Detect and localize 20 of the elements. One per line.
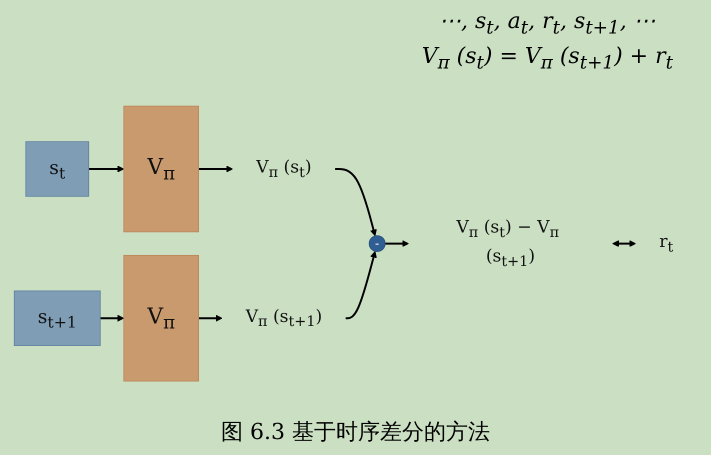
arrow <box>198 314 222 322</box>
arrow <box>385 240 409 247</box>
arrow <box>335 168 377 236</box>
formula-text: V$_{π}$ (s$_{t}$) = V$_{π}$ (s$_{t+1}$) + r$_{t}$ <box>422 44 673 74</box>
node-text: V$_{π}$ (s$_{t}$) − V$_{π}$ (s$_{t+1}$) <box>456 218 560 270</box>
node-box: s$_{t+1}$ <box>14 290 101 346</box>
node-text: V$_{π}$ (s$_{t}$) <box>256 157 312 180</box>
figure-caption: 图 6.3 基于时序差分的方法 <box>221 419 490 447</box>
node-box: V$_{π}$ <box>123 106 200 232</box>
formula-text: ⋯, s$_{t}$, a$_{t}$, r$_{t}$, s$_{t+1}$, ⋯ <box>439 8 656 38</box>
node-text: r$_{t}$ <box>659 232 674 256</box>
node-box: V$_{π}$ <box>123 254 200 382</box>
arrow <box>100 314 124 322</box>
arrow <box>612 240 636 247</box>
node-box: s$_{t}$ <box>25 141 90 196</box>
node-text: V$_{π}$ (s$_{t+1}$) <box>246 306 322 330</box>
node-circle: - <box>368 235 386 252</box>
arrow <box>198 165 233 172</box>
arrow <box>88 165 124 172</box>
arrow <box>346 250 377 319</box>
